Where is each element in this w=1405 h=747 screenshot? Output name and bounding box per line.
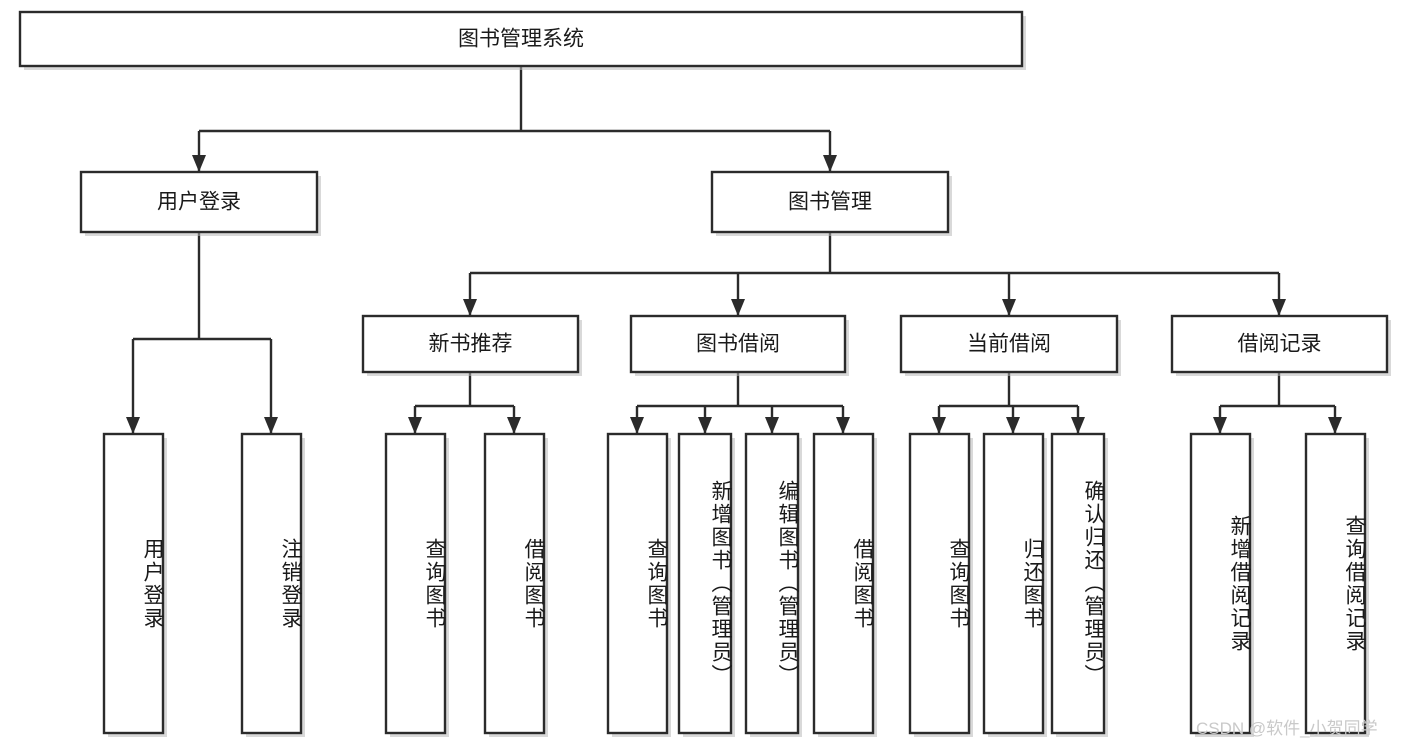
arrow-head-icon	[765, 417, 779, 434]
arrow-head-icon	[463, 299, 477, 316]
watermark: CSDN @软件_小贺同学	[1196, 719, 1378, 738]
node-level1[interactable]	[710, 170, 950, 234]
node-level2-label-new-book-recommend: 新书推荐	[429, 333, 513, 356]
node-leaf[interactable]	[1304, 432, 1367, 735]
leaf-label-leaf-borrow-book-1: 借阅图书	[522, 537, 545, 630]
leaf-label-leaf-query-book-1: 查询图书	[423, 537, 446, 630]
node-level2-label-book-borrow: 图书借阅	[696, 333, 780, 356]
arrow-head-icon	[698, 417, 712, 434]
arrow-head-icon	[932, 417, 946, 434]
leaf-label-leaf-query-borrow-record: 查询借阅记录	[1343, 514, 1366, 653]
leaf-label-leaf-return-book: 归还图书	[1021, 537, 1044, 630]
arrow-head-icon	[264, 417, 278, 434]
node-leaf[interactable]	[384, 432, 447, 735]
leaf-label-leaf-user-login: 用户登录	[141, 537, 164, 630]
node-level2[interactable]	[1170, 314, 1389, 374]
node-level1-label-book-management: 图书管理	[788, 191, 872, 214]
node-level2[interactable]	[361, 314, 580, 374]
arrow-head-icon	[1002, 299, 1016, 316]
arrow-head-icon	[1272, 299, 1286, 316]
arrow-head-icon	[731, 299, 745, 316]
node-level2-label-current-borrow: 当前借阅	[967, 333, 1051, 356]
leaf-label-leaf-borrow-book-2: 借阅图书	[851, 537, 874, 630]
leaf-label-leaf-query-book-3: 查询图书	[947, 537, 970, 630]
boxes-layer	[18, 10, 1391, 737]
leaf-label-leaf-query-book-2: 查询图书	[645, 537, 668, 630]
leaf-label-leaf-logout-login: 注销登录	[279, 537, 302, 630]
node-leaf[interactable]	[606, 432, 669, 735]
node-level2-label-borrow-record: 借阅记录	[1238, 333, 1322, 356]
node-level1-label-user-login: 用户登录	[157, 191, 241, 214]
node-leaf[interactable]	[483, 432, 546, 735]
arrow-head-icon	[1006, 417, 1020, 434]
leaf-label-leaf-add-borrow-record: 新增借阅记录	[1228, 514, 1251, 653]
node-title[interactable]	[18, 10, 1024, 68]
node-leaf[interactable]	[1050, 432, 1106, 735]
node-title-label: 图书管理系统	[458, 28, 584, 51]
arrow-head-icon	[192, 155, 206, 172]
node-leaf[interactable]	[240, 432, 303, 735]
node-leaf[interactable]	[908, 432, 971, 735]
arrow-head-icon	[630, 417, 644, 434]
arrow-head-icon	[836, 417, 850, 434]
arrow-head-icon	[823, 155, 837, 172]
node-leaf[interactable]	[102, 432, 165, 735]
node-leaf[interactable]	[812, 432, 875, 735]
arrow-head-icon	[507, 417, 521, 434]
node-level2[interactable]	[899, 314, 1119, 374]
node-leaf[interactable]	[744, 432, 800, 735]
arrow-head-icon	[1328, 417, 1342, 434]
node-level1[interactable]	[79, 170, 319, 234]
arrow-head-icon	[1213, 417, 1227, 434]
node-leaf[interactable]	[1189, 432, 1252, 735]
arrow-head-icon	[408, 417, 422, 434]
leaf-label-leaf-add-book-admin: 新增图书（管理员）	[709, 480, 732, 687]
node-level2[interactable]	[629, 314, 847, 374]
arrow-head-icon	[126, 417, 140, 434]
arrow-head-icon	[1071, 417, 1085, 434]
connectors-layer	[126, 66, 1342, 434]
leaf-label-leaf-edit-book-admin: 编辑图书（管理员）	[776, 480, 799, 687]
node-leaf[interactable]	[677, 432, 733, 735]
node-leaf[interactable]	[982, 432, 1045, 735]
leaf-label-leaf-confirm-return-admin: 确认归还（管理员）	[1082, 480, 1105, 687]
